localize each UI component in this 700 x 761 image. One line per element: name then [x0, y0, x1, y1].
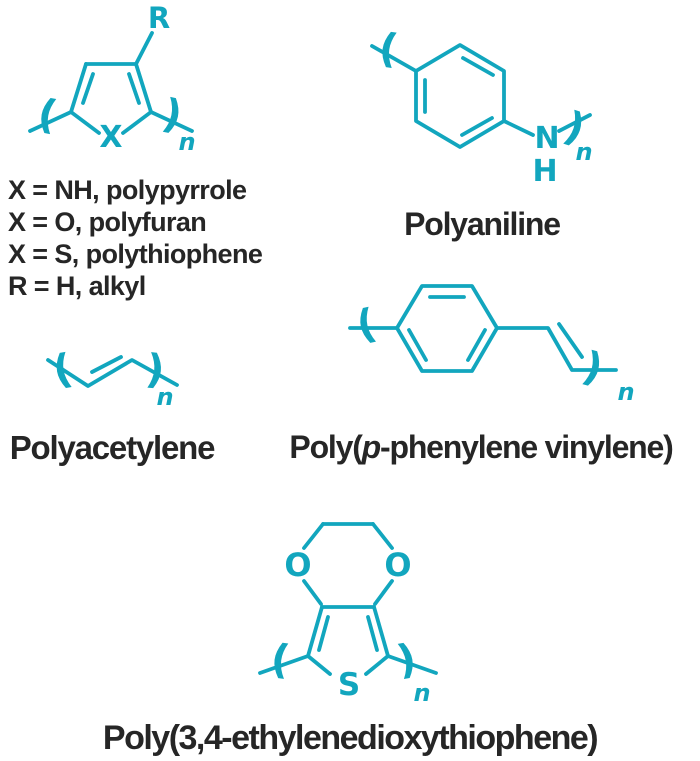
nitrogen-label: N: [534, 121, 559, 156]
open-paren-glyph: (: [376, 25, 401, 73]
open-paren-glyph: (: [34, 91, 60, 139]
heterocycle-structure: R X ( ) n: [28, 1, 196, 156]
polyaniline-structure: ( N H ) n: [370, 25, 593, 189]
repeat-n-subscript: n: [156, 383, 173, 411]
ppv-name-p-italic: p: [361, 429, 382, 465]
close-paren-glyph: ): [144, 346, 167, 394]
polyacetylene-bonds: [46, 355, 179, 388]
repeat-n-subscript: n: [178, 128, 195, 156]
ppv-name-prefix: Poly(: [289, 429, 362, 465]
ppv-name-suffix: -phenylene vinylene): [380, 429, 674, 465]
pedot-name: Poly(3,4-ethylenedioxythiophene): [102, 719, 599, 757]
repeat-n-subscript: n: [575, 138, 592, 166]
heterocycle-legend: X = NH, polypyrrole X = O, polyfuran X =…: [8, 174, 263, 302]
ppv-bonds: [348, 284, 618, 373]
legend-line-polypyrrole: X = NH, polypyrrole: [8, 175, 247, 205]
oxygen-left-label: O: [284, 546, 311, 584]
close-paren-glyph: ): [394, 636, 420, 684]
legend-line-polyfuran: X = O, polyfuran: [8, 207, 207, 237]
pedot-structure: O O S ( ) n: [258, 522, 438, 707]
ppv-structure: ( ) n: [348, 284, 635, 406]
hydrogen-label: H: [532, 154, 557, 189]
heterocycle-bonds: [28, 31, 194, 135]
open-paren-glyph: (: [353, 301, 380, 350]
polyaniline-name: Polyaniline: [404, 206, 561, 242]
repeat-n-subscript: n: [413, 679, 430, 707]
open-paren-glyph: (: [50, 346, 76, 394]
polyacetylene-name: Polyacetylene: [9, 429, 216, 466]
oxygen-right-label: O: [384, 546, 411, 584]
legend-line-polythiophene: X = S, polythiophene: [8, 239, 263, 269]
heteroatom-x-label: X: [99, 120, 122, 155]
open-paren-glyph: (: [268, 636, 292, 684]
polyacetylene-structure: ( ) n: [46, 346, 179, 411]
substituent-r-label: R: [148, 1, 170, 35]
pedot-bonds: [258, 522, 438, 676]
repeat-n-subscript: n: [617, 378, 634, 406]
legend-line-r-group: R = H, alkyl: [8, 271, 146, 301]
polyaniline-bonds: [370, 43, 592, 149]
ppv-name: Poly(p-phenylene vinylene): [259, 429, 700, 466]
sulfur-label: S: [338, 667, 360, 703]
